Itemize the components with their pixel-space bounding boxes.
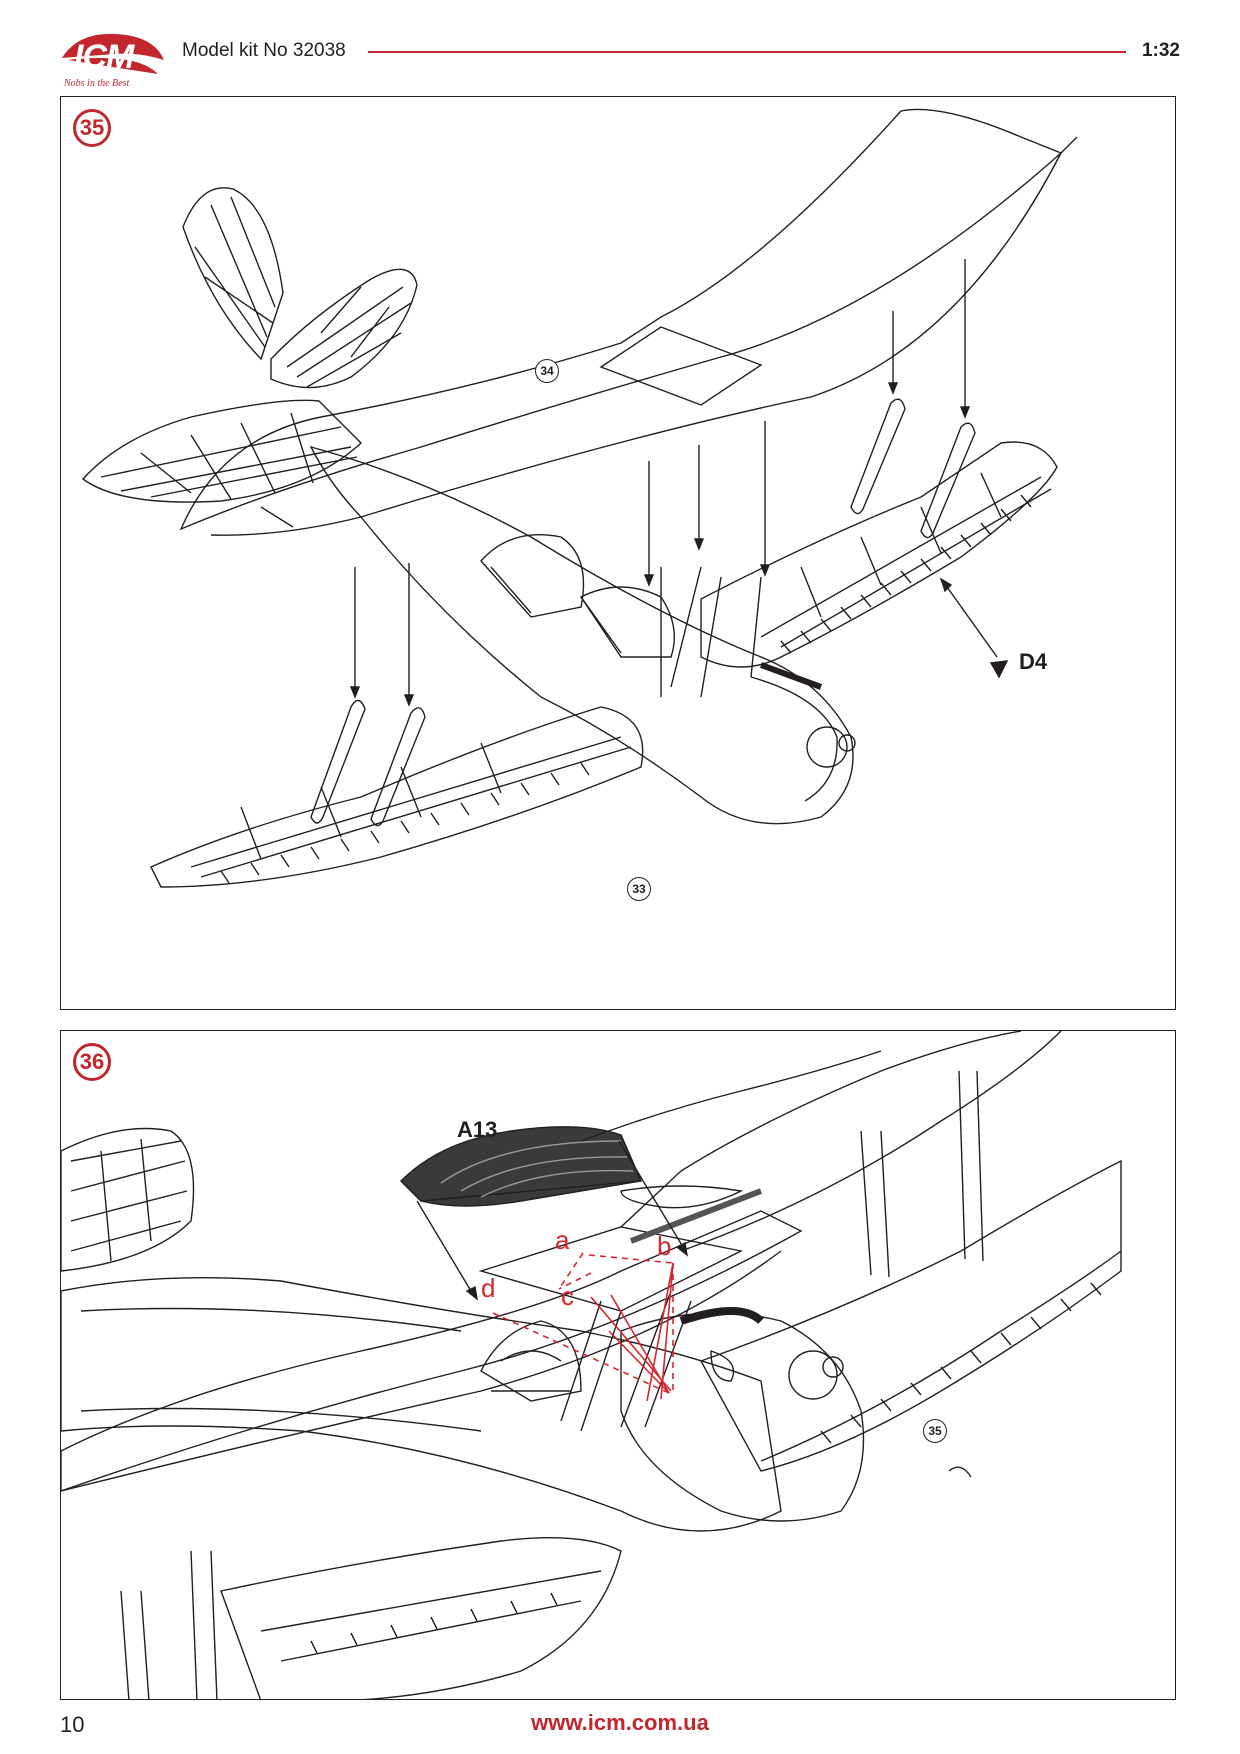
step-35-illustration [81, 108, 1078, 888]
logo-wing-shape [62, 33, 164, 74]
scale-label: 1:32 [1141, 40, 1180, 61]
step-35-panel: 35 34 33 D4 [60, 96, 1176, 1010]
part-label-d4: D4 [1019, 649, 1048, 674]
rigging-label-c: c [561, 1281, 574, 1311]
step-36-number: 36 [73, 1043, 111, 1081]
kit-title: Model kit No 32038 [182, 40, 346, 61]
rigging-label-b: b [657, 1231, 672, 1261]
part-ref-lower-wing: 33 [627, 877, 651, 901]
icm-logo: ICM Nobs in the Best [58, 30, 168, 92]
part-ref-step-35: 35 [923, 1419, 947, 1443]
step-36-panel: 36 A13 a b c d 35 [60, 1030, 1176, 1700]
step-36-illustration [61, 1031, 1122, 1699]
rigging-label-d: d [481, 1273, 496, 1303]
part-ref-upper-wing: 34 [535, 359, 559, 383]
part-label-a13: A13 [457, 1117, 498, 1142]
header-divider [368, 51, 1126, 53]
rigging-label-a: a [555, 1225, 570, 1255]
logo-text: ICM [74, 38, 134, 76]
step-35-number: 35 [73, 109, 111, 147]
logo-tagline: Nobs in the Best [64, 78, 130, 89]
page-number: 10 [60, 1712, 85, 1737]
footer-url[interactable]: www.icm.com.ua [531, 1710, 709, 1735]
